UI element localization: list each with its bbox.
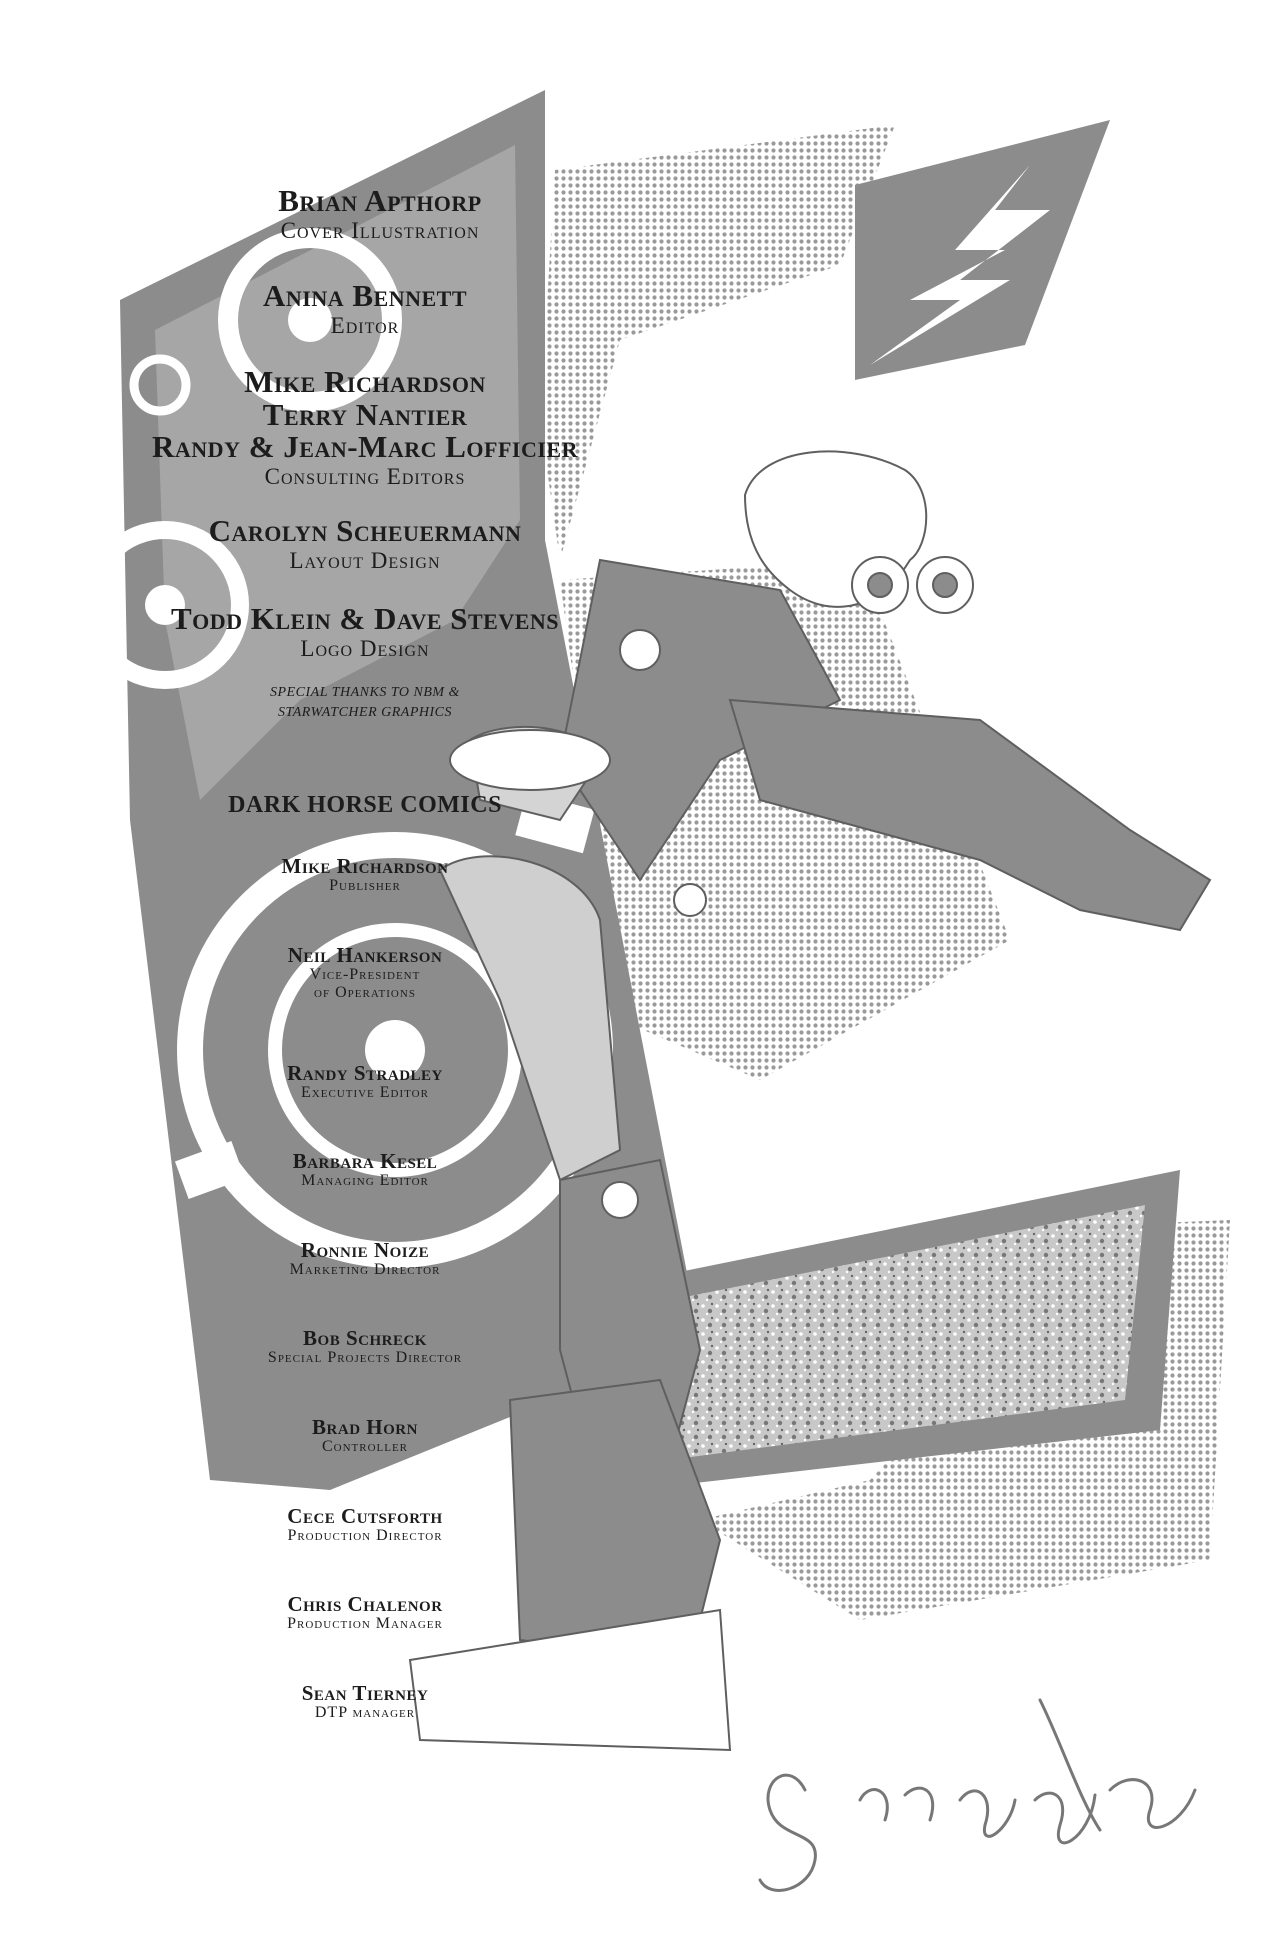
staff-role: Vice-President (309, 966, 421, 984)
staff-entry: Neil Hankerson Vice-President of Operati… (288, 944, 443, 1002)
staff-role: Production Manager (287, 1615, 443, 1633)
credit-logo-design: Todd Klein & Dave Stevens Logo Design (170, 601, 560, 661)
credit-name: Mike Richardson (244, 364, 486, 399)
credit-layout-design: Carolyn Scheuermann Layout Design (208, 513, 522, 573)
credit-name: Todd Klein & Dave Stevens (170, 601, 560, 636)
credit-name: Carolyn Scheuermann (208, 513, 522, 548)
staff-role: Executive Editor (301, 1084, 429, 1102)
credit-name: Randy & Jean-Marc Lofficier (152, 429, 578, 465)
figure (408, 450, 1212, 1752)
staff-entry: Cece Cutsforth Production Director (287, 1505, 442, 1545)
staff-entry: Sean Tierney DTP manager (302, 1682, 429, 1722)
staff-name: Mike Richardson (281, 854, 449, 878)
credit-role: Consulting Editors (264, 463, 466, 489)
staff-name: Bob Schreck (303, 1326, 427, 1350)
staff-entry: Chris Chalenor Production Manager (287, 1593, 443, 1633)
staff-entry: Ronnie Noize Marketing Director (290, 1239, 441, 1279)
staff-name: Sean Tierney (301, 1681, 429, 1705)
staff-name: Cece Cutsforth (287, 1504, 443, 1528)
staff-entry: Randy Stradley Executive Editor (287, 1062, 443, 1102)
credit-name: Terry Nantier (262, 396, 468, 432)
staff-name: Randy Stradley (287, 1061, 443, 1085)
credit-consulting-editors: Mike Richardson Terry Nantier Randy & Je… (152, 364, 578, 489)
staff-role: DTP manager (314, 1704, 416, 1722)
credit-name: Anina Bennett (262, 278, 468, 313)
staff-role: Production Director (287, 1527, 443, 1545)
staff-role: Special Projects Director (267, 1349, 463, 1367)
credit-role: Layout Design (289, 547, 441, 573)
staff-role: of Operations (314, 983, 416, 1001)
staff-role: Marketing Director (289, 1261, 441, 1279)
staff-entry: Barbara Kesel Managing Editor (293, 1150, 438, 1190)
publisher-heading: DARK HORSE COMICS (228, 792, 502, 818)
staff-name: Neil Hankerson (287, 943, 443, 967)
artist-signature (758, 1698, 1197, 1892)
credit-role: Cover Illustration (280, 217, 480, 243)
staff-name: Brad Horn (312, 1415, 418, 1439)
staff-role: Controller (321, 1438, 409, 1456)
special-thanks-line: Special thanks to NBM & (270, 685, 460, 700)
credit-cover-illustration: Brian Apthorp Cover Illustration (278, 183, 482, 243)
staff-name: Barbara Kesel (292, 1149, 438, 1173)
special-thanks: Special thanks to NBM & Starwatcher Grap… (270, 683, 460, 724)
speckled-block (590, 1170, 1180, 1495)
special-thanks-line: Starwatcher Graphics (277, 705, 453, 721)
staff-role: Publisher (329, 877, 401, 895)
credit-role: Logo Design (300, 635, 430, 661)
staff-name: Chris Chalenor (287, 1592, 443, 1616)
staff-entry: Mike Richardson Publisher (282, 855, 449, 895)
staff-role: Managing Editor (301, 1172, 429, 1190)
credit-name: Brian Apthorp (278, 183, 482, 218)
credit-editor: Anina Bennett Editor (262, 278, 468, 338)
staff-entry: Bob Schreck Special Projects Director (268, 1327, 462, 1367)
staff-entry: Brad Horn Controller (312, 1416, 418, 1456)
credit-role: Editor (330, 312, 400, 338)
staff-name: Ronnie Noize (300, 1238, 430, 1262)
lightning-panel (855, 120, 1110, 380)
